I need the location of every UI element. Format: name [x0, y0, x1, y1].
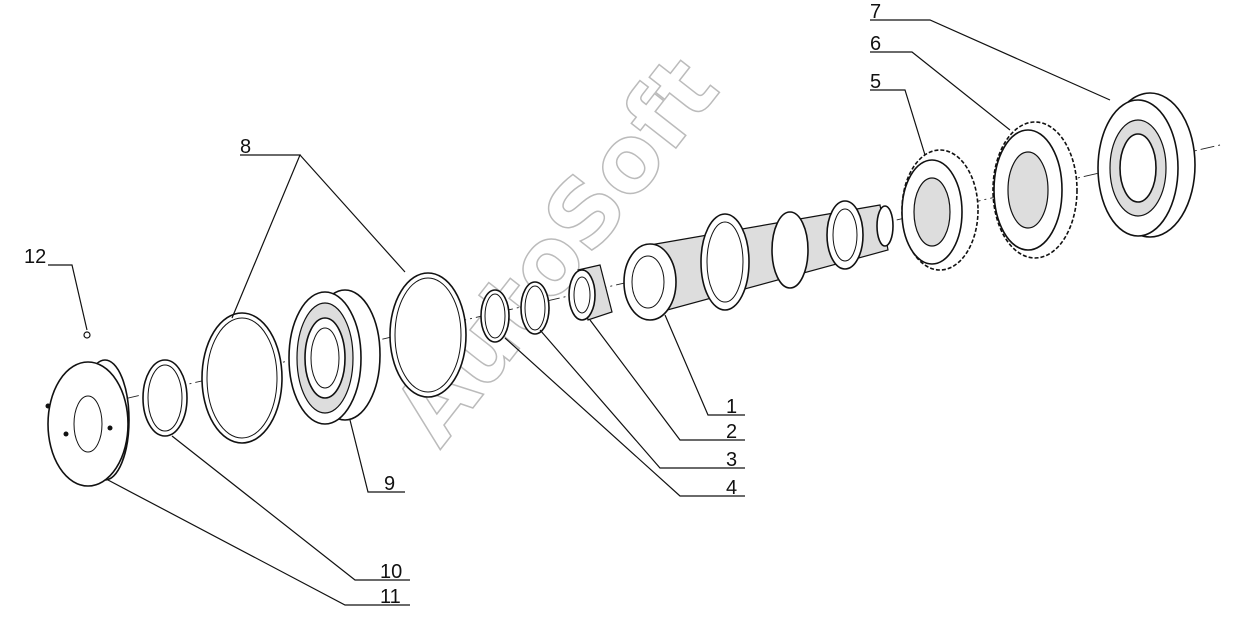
bearing-9 [288, 289, 381, 425]
callout-5: 5 [870, 71, 881, 93]
callout-6: 6 [870, 33, 881, 55]
ring-4 [480, 289, 510, 343]
main-shaft-1 [623, 200, 894, 321]
flange-plate [45, 359, 130, 487]
bearing-7 [1097, 92, 1196, 238]
callout-2: 2 [726, 421, 737, 443]
callout-7: 7 [870, 1, 881, 23]
circlip-8-left [201, 312, 283, 444]
needle-bearing-2 [568, 264, 613, 321]
snap-ring-10 [142, 359, 188, 437]
callout-9: 9 [384, 473, 395, 495]
callout-10: 10 [380, 561, 402, 583]
circlip-8-right [389, 272, 467, 398]
callout-1: 1 [726, 396, 737, 418]
ring-3 [520, 281, 550, 335]
callout-3: 3 [726, 449, 737, 471]
leader-lines [48, 19, 1111, 606]
ball [83, 331, 91, 339]
gear-6 [992, 121, 1078, 259]
callout-4: 4 [726, 477, 737, 499]
gear-5 [901, 149, 979, 271]
callout-11: 11 [380, 586, 401, 608]
callout-12: 12 [24, 246, 46, 268]
callout-8: 8 [240, 136, 251, 158]
